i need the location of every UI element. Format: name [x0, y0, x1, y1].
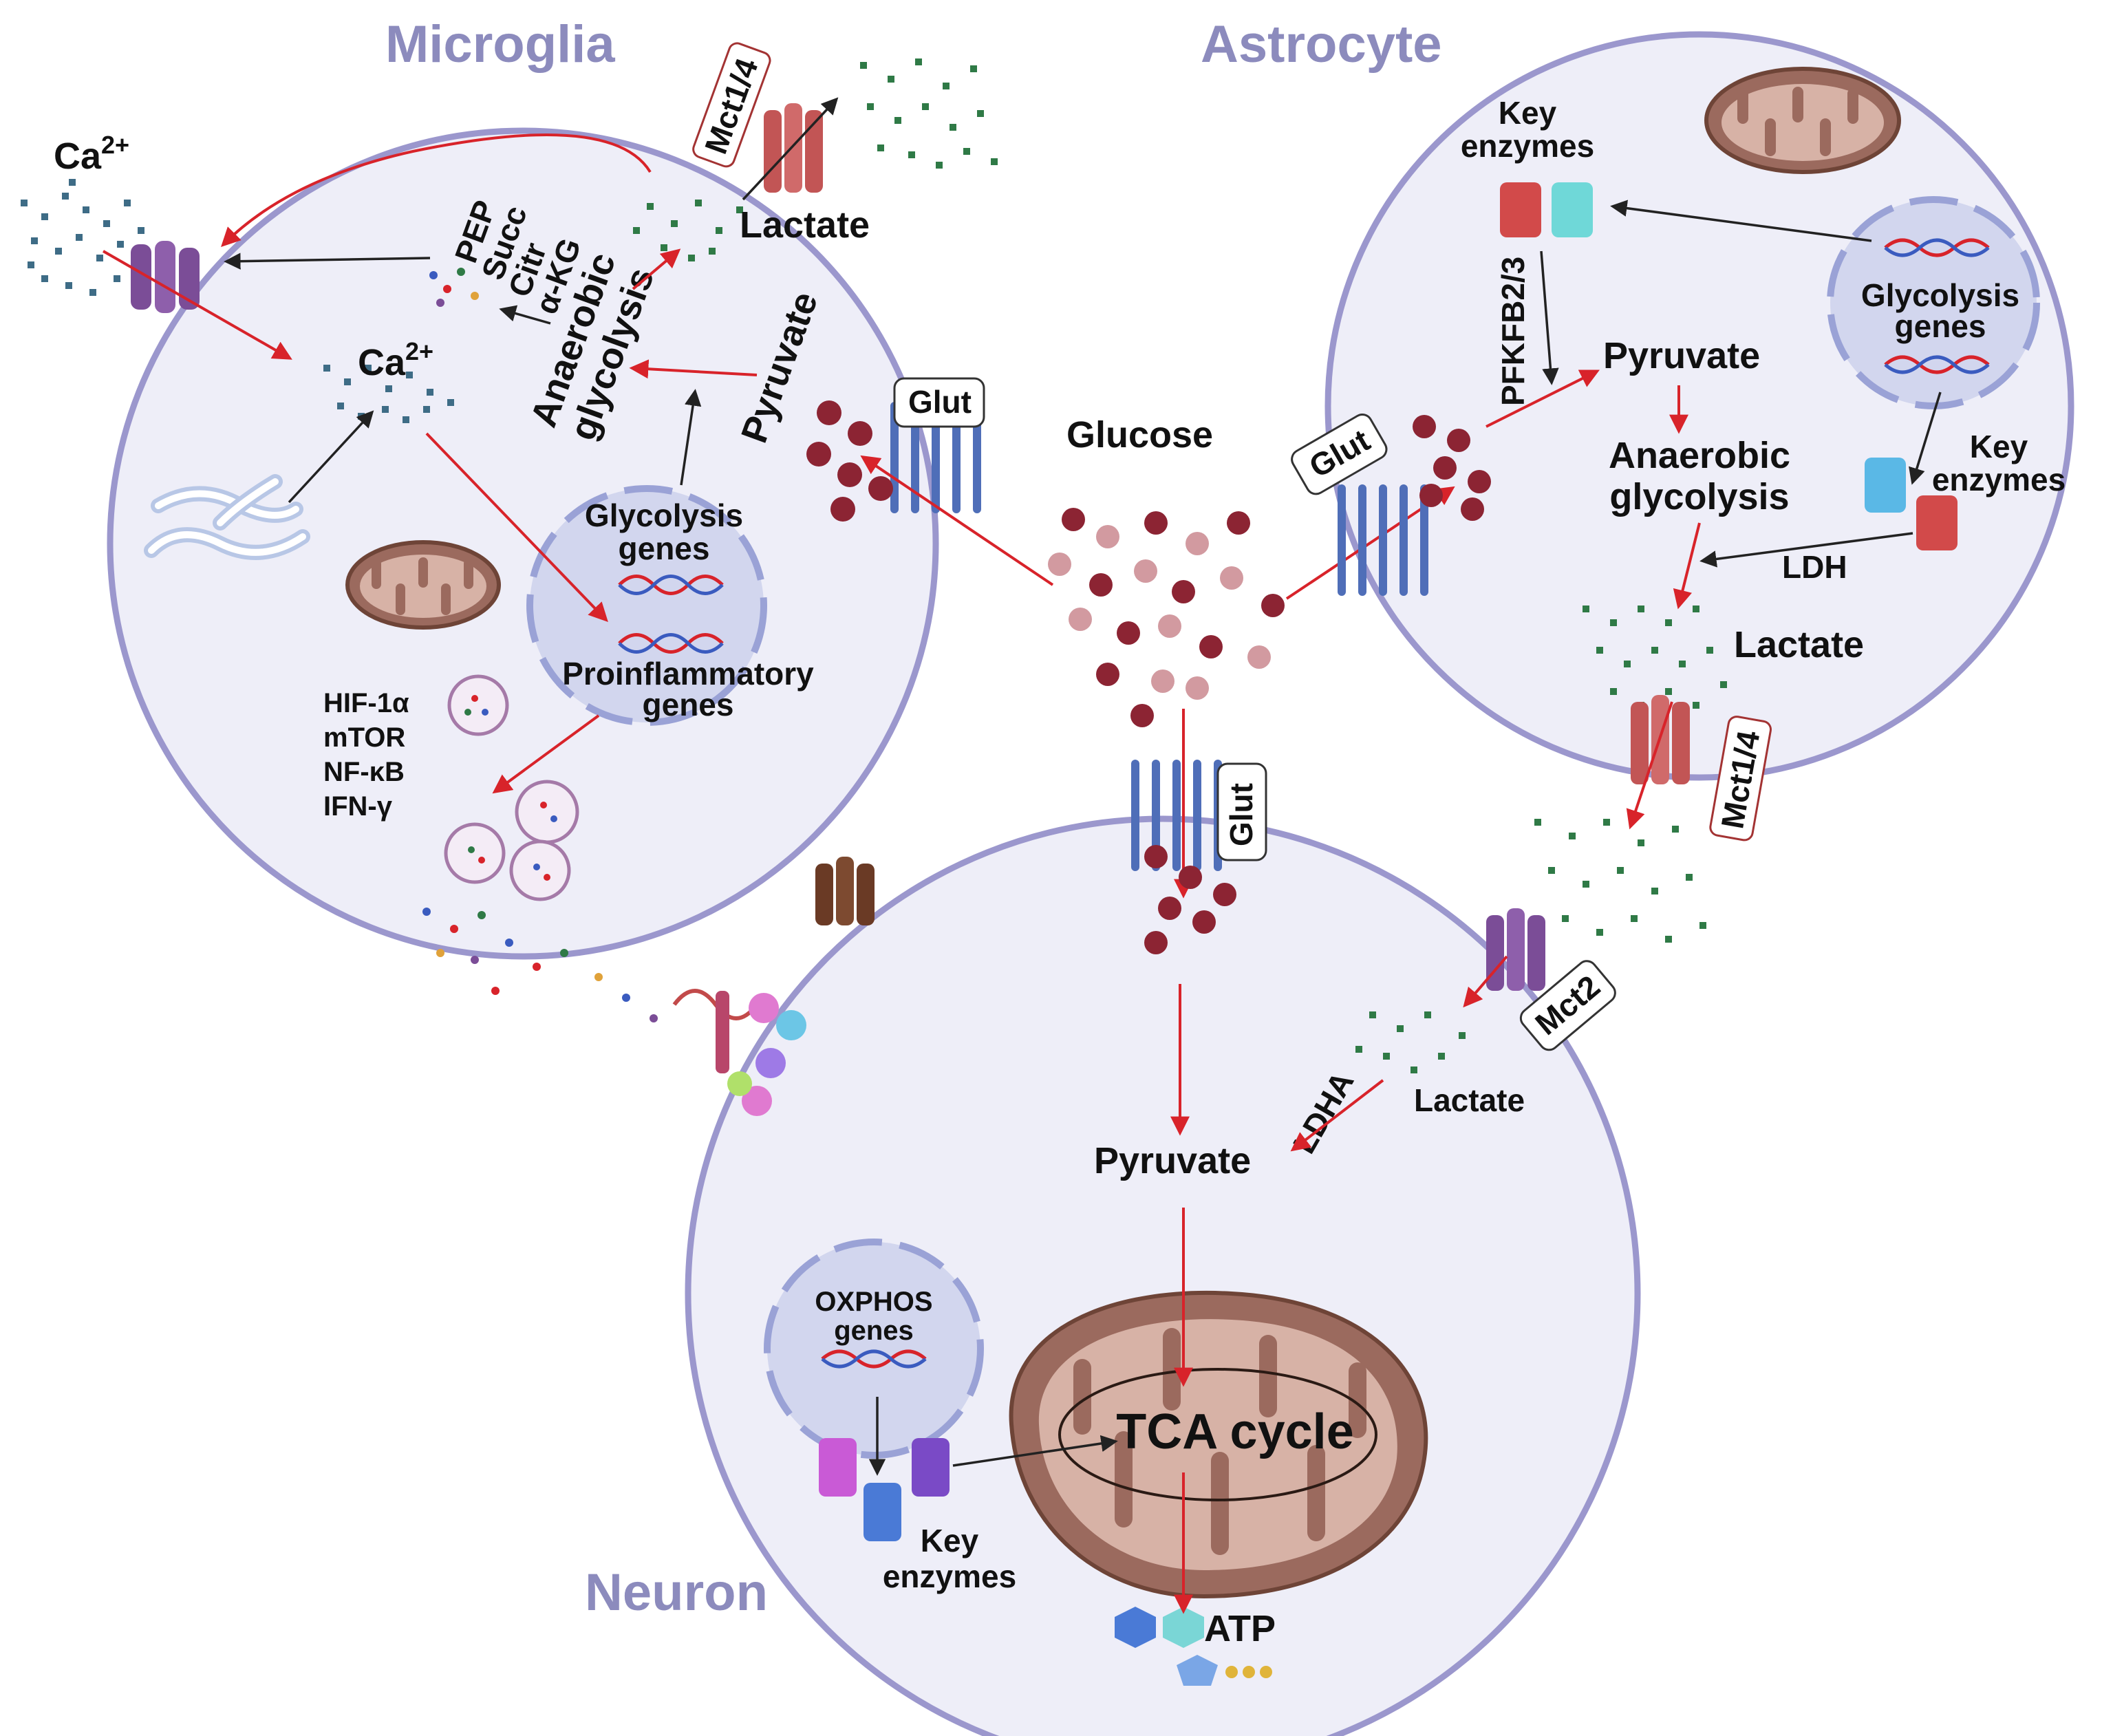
microglia-cell	[107, 127, 939, 960]
neuron-lactate-label: Lactate	[1414, 1082, 1525, 1118]
calcium-cloud-outside	[21, 179, 144, 296]
interstitial-lactate-cloud	[1534, 819, 1706, 943]
tca-metabolites-list: PEP Succ Citr α-KG	[448, 195, 588, 319]
ldh-label: LDH	[1782, 549, 1847, 585]
arrow-glycolysis-to-lactate	[632, 248, 681, 290]
ca-inside-label: Ca2+	[358, 337, 433, 383]
arrow-pyruvate-to-glycolysis	[629, 359, 758, 379]
inflammatory-factors-list: HIF-1α mTOR NF-κB IFN-γ	[323, 688, 409, 822]
microglia-glut-label-box: Glut	[893, 377, 985, 428]
factor-ifng: IFN-γ	[323, 791, 393, 822]
atp-molecule-icon	[1115, 1607, 1272, 1686]
atp-label: ATP	[1204, 1608, 1276, 1649]
microglia-lactate-dots	[633, 200, 743, 261]
neuron-title: Neuron	[585, 1563, 768, 1622]
neuron-mitochondrion-icon	[1009, 1291, 1428, 1599]
vesicle-icon	[444, 674, 579, 901]
protein-enzyme-icon	[819, 1438, 950, 1541]
arrow-key-enzymes-to-pfkfb	[1540, 250, 1559, 385]
arrow-lactate-into-neuron	[1463, 955, 1508, 1008]
neuron-pyruvate-label: Pyruvate	[1094, 1140, 1251, 1181]
cytokine-dots	[422, 908, 658, 1022]
microglia-glut-transporter-icon	[890, 402, 981, 513]
glucose-label: Glucose	[1066, 414, 1213, 456]
arrow-lactate-export	[742, 97, 839, 201]
metabolite-dots	[429, 268, 479, 307]
calcium-channel-icon	[131, 241, 200, 313]
arrow-genes-to-glycolysis	[680, 389, 702, 486]
arrow-genes-to-key-enzymes-right	[1909, 392, 1942, 485]
astrocyte-glucose-dots	[1413, 415, 1491, 521]
endoplasmic-reticulum-icon	[144, 474, 310, 560]
neuron-nucleus	[764, 1239, 984, 1459]
arrow-enzymes-to-tca	[952, 1435, 1118, 1467]
microglia-mct-label-box: Mct1/4	[692, 42, 771, 168]
arrow-glut-to-pyruvate	[1485, 369, 1600, 428]
factor-mtor: mTOR	[323, 722, 405, 753]
neuron-glut-label-box: Glut	[1216, 762, 1267, 861]
microglia-glucose-dots	[806, 400, 893, 522]
neuron-lactate-cloud	[1355, 1011, 1466, 1073]
receptor-complex-icon	[672, 989, 806, 1116]
astrocyte-title: Astrocyte	[1201, 15, 1442, 74]
arrow-metabolites-to-channel	[224, 253, 431, 270]
dna-helix-icon	[618, 633, 724, 654]
microglia-title: Microglia	[385, 15, 615, 74]
microglia-lactate-cloud-outside	[860, 58, 998, 169]
pfkfb-label: PFKFB2/3	[1495, 257, 1531, 406]
arrow-key-enzymes-to-ldh	[1699, 532, 1913, 568]
neuron-glucose-dots	[1144, 845, 1236, 954]
microglia-mct-transporter-icon	[764, 103, 823, 193]
astrocyte-mitochondrion-icon	[1704, 67, 1901, 174]
arrow-lactate-to-ca-channel	[221, 133, 652, 247]
arrow-nucleus-to-vesicles	[492, 714, 600, 794]
factor-hif1a: HIF-1α	[323, 688, 409, 718]
tca-cycle-label: TCA cycle	[1116, 1404, 1353, 1459]
svg-text:Glut: Glut	[908, 384, 972, 420]
arrow-genes-to-key-enzymes-top	[1610, 200, 1872, 242]
arrow-ca-influx	[103, 250, 292, 360]
neuronal-channel-icon	[815, 857, 875, 925]
astrocyte-lactate-label: Lactate	[1734, 624, 1864, 665]
arrow-lactate-to-pyruvate	[1290, 1079, 1384, 1152]
arrow-ca-to-nucleus	[425, 432, 608, 623]
microglia-lactate-label: Lactate	[740, 204, 870, 246]
arrow-anaerobic-to-lactate	[1673, 522, 1701, 610]
dna-helix-icon	[618, 575, 724, 595]
protein-enzyme-icon	[1500, 182, 1593, 237]
arrow-glucose-to-microglia	[860, 455, 1054, 586]
microglia-nucleus	[526, 485, 767, 726]
neuron-glut-transporter-icon	[1131, 760, 1222, 871]
glucose-cluster	[1048, 508, 1285, 727]
ca-outside-label: Ca2+	[54, 131, 129, 177]
astrocyte-pyruvate-label: Pyruvate	[1603, 335, 1760, 376]
dna-helix-icon	[1884, 238, 1990, 257]
protein-enzyme-icon	[1865, 458, 1958, 550]
svg-text:Glut: Glut	[1223, 783, 1259, 846]
microglia-mitochondrion-icon	[345, 540, 501, 630]
factor-nfkb: NF-κB	[323, 757, 405, 787]
arrow-er-to-ca	[288, 410, 374, 504]
dna-helix-icon	[821, 1349, 927, 1369]
astrocyte-glut-transporter-icon	[1338, 484, 1428, 596]
arrow-lactate-export-astrocyte	[1626, 701, 1673, 830]
neuron-mct2-transporter-icon	[1486, 908, 1545, 991]
arrow-glycolysis-to-metabolites	[499, 305, 551, 325]
dna-helix-icon	[1884, 355, 1990, 374]
